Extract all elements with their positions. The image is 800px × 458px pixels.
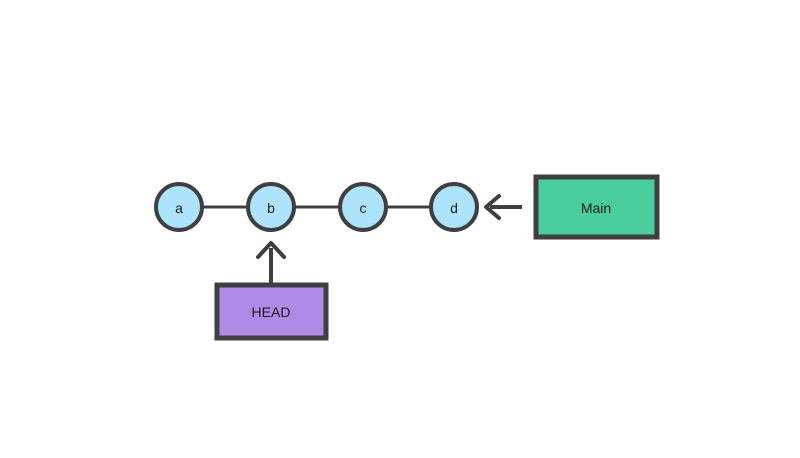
commit-label-d: d (450, 200, 458, 216)
main-label: Main (581, 200, 611, 216)
commit-circle-c (338, 182, 388, 232)
commit-node-c[interactable]: c (338, 182, 388, 232)
commit-label-b: b (267, 200, 275, 216)
head-label: HEAD (252, 304, 291, 320)
commit-circle-b (246, 182, 296, 232)
branch-ref-main[interactable]: Main (533, 174, 660, 240)
commit-node-a[interactable]: a (154, 182, 204, 232)
main-pointer-arrow-icon (484, 194, 522, 220)
head-box (214, 282, 329, 341)
head-pointer-arrow-icon (256, 241, 286, 285)
ref-head[interactable]: HEAD (214, 282, 329, 341)
commit-circle-d (429, 182, 479, 232)
commit-node-d[interactable]: d (429, 182, 479, 232)
commit-circle-a (154, 182, 204, 232)
main-box (533, 174, 660, 240)
commit-label-c: c (360, 200, 367, 216)
commit-node-b[interactable]: b (246, 182, 296, 232)
commit-label-a: a (175, 200, 183, 216)
